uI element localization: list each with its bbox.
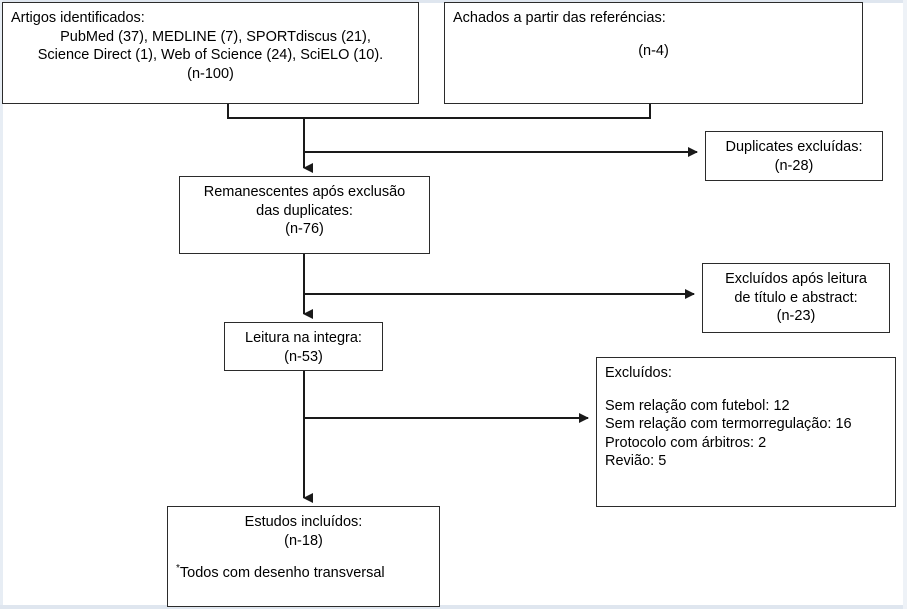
excluded-reason-2: Sem relação com termorregulação: 16 — [605, 416, 852, 433]
excluded-reason-4: Revião: 5 — [605, 453, 667, 470]
page-edge-bottom — [0, 605, 907, 609]
included-label: Estudos incluídos: — [244, 514, 363, 530]
page-edge-right — [903, 0, 907, 609]
fulltext-count: (n-53) — [284, 348, 323, 365]
references-line-1: Achados a partir das referéncias: — [453, 10, 666, 26]
node-excluidos-motivos: Excluídos: Sem relação com futebol: 12 S… — [596, 357, 896, 507]
included-count: (n-18) — [284, 532, 323, 549]
identified-count: (n-100) — [187, 65, 234, 82]
duplicates-label: Duplicates excluídas: — [725, 139, 863, 155]
identified-line-3: Science Direct (1), Web of Science (24),… — [37, 47, 384, 64]
footnote-asterisk: * — [176, 563, 180, 575]
remaining-line-1: Remanescentes após exclusão — [203, 184, 406, 200]
title-abs-count: (n-23) — [776, 308, 816, 325]
node-duplicates-excluidas: Duplicates excluídas: (n-28) — [705, 131, 883, 181]
node-achados-referencias: Achados a partir das referéncias: (n-4) — [444, 2, 863, 104]
excluded-spacer — [605, 383, 887, 397]
node-remanescentes: Remanescentes após exclusão das duplicat… — [179, 176, 430, 254]
connector-merge-bracket — [227, 104, 651, 119]
included-spacer — [176, 550, 431, 564]
remaining-count: (n-76) — [285, 221, 324, 238]
references-spacer — [453, 28, 854, 42]
page-edge-top — [0, 0, 907, 3]
remaining-line-2: das duplicates: — [256, 202, 353, 219]
duplicates-count: (n-28) — [774, 157, 814, 174]
node-leitura-na-integra: Leitura na integra: (n-53) — [224, 322, 383, 371]
node-artigos-identificados: Artigos identificados: PubMed (37), MEDL… — [2, 2, 419, 104]
included-footnote-line: *Todos com desenho transversal — [176, 564, 431, 583]
title-abs-line-1: Excluídos após leitura — [725, 271, 867, 287]
identified-line-2: PubMed (37), MEDLINE (7), SPORTdiscus (2… — [60, 28, 371, 45]
node-excluidos-titulo-abstract: Excluídos após leitura de título e abstr… — [702, 263, 890, 333]
title-abs-line-2: de título e abstract: — [734, 289, 858, 306]
references-count: (n-4) — [638, 42, 669, 59]
identified-line-1: Artigos identificados: — [11, 10, 145, 26]
included-footnote-text: Todos com desenho transversal — [179, 565, 385, 582]
excluded-reason-3: Protocolo com árbitros: 2 — [605, 434, 767, 451]
page-edge-left — [0, 0, 3, 609]
fulltext-label: Leitura na integra: — [245, 330, 362, 346]
node-estudos-incluidos: Estudos incluídos: (n-18) *Todos com des… — [167, 506, 440, 607]
excluded-reason-1: Sem relação com futebol: 12 — [605, 397, 790, 414]
excluded-heading: Excluídos: — [605, 365, 672, 381]
